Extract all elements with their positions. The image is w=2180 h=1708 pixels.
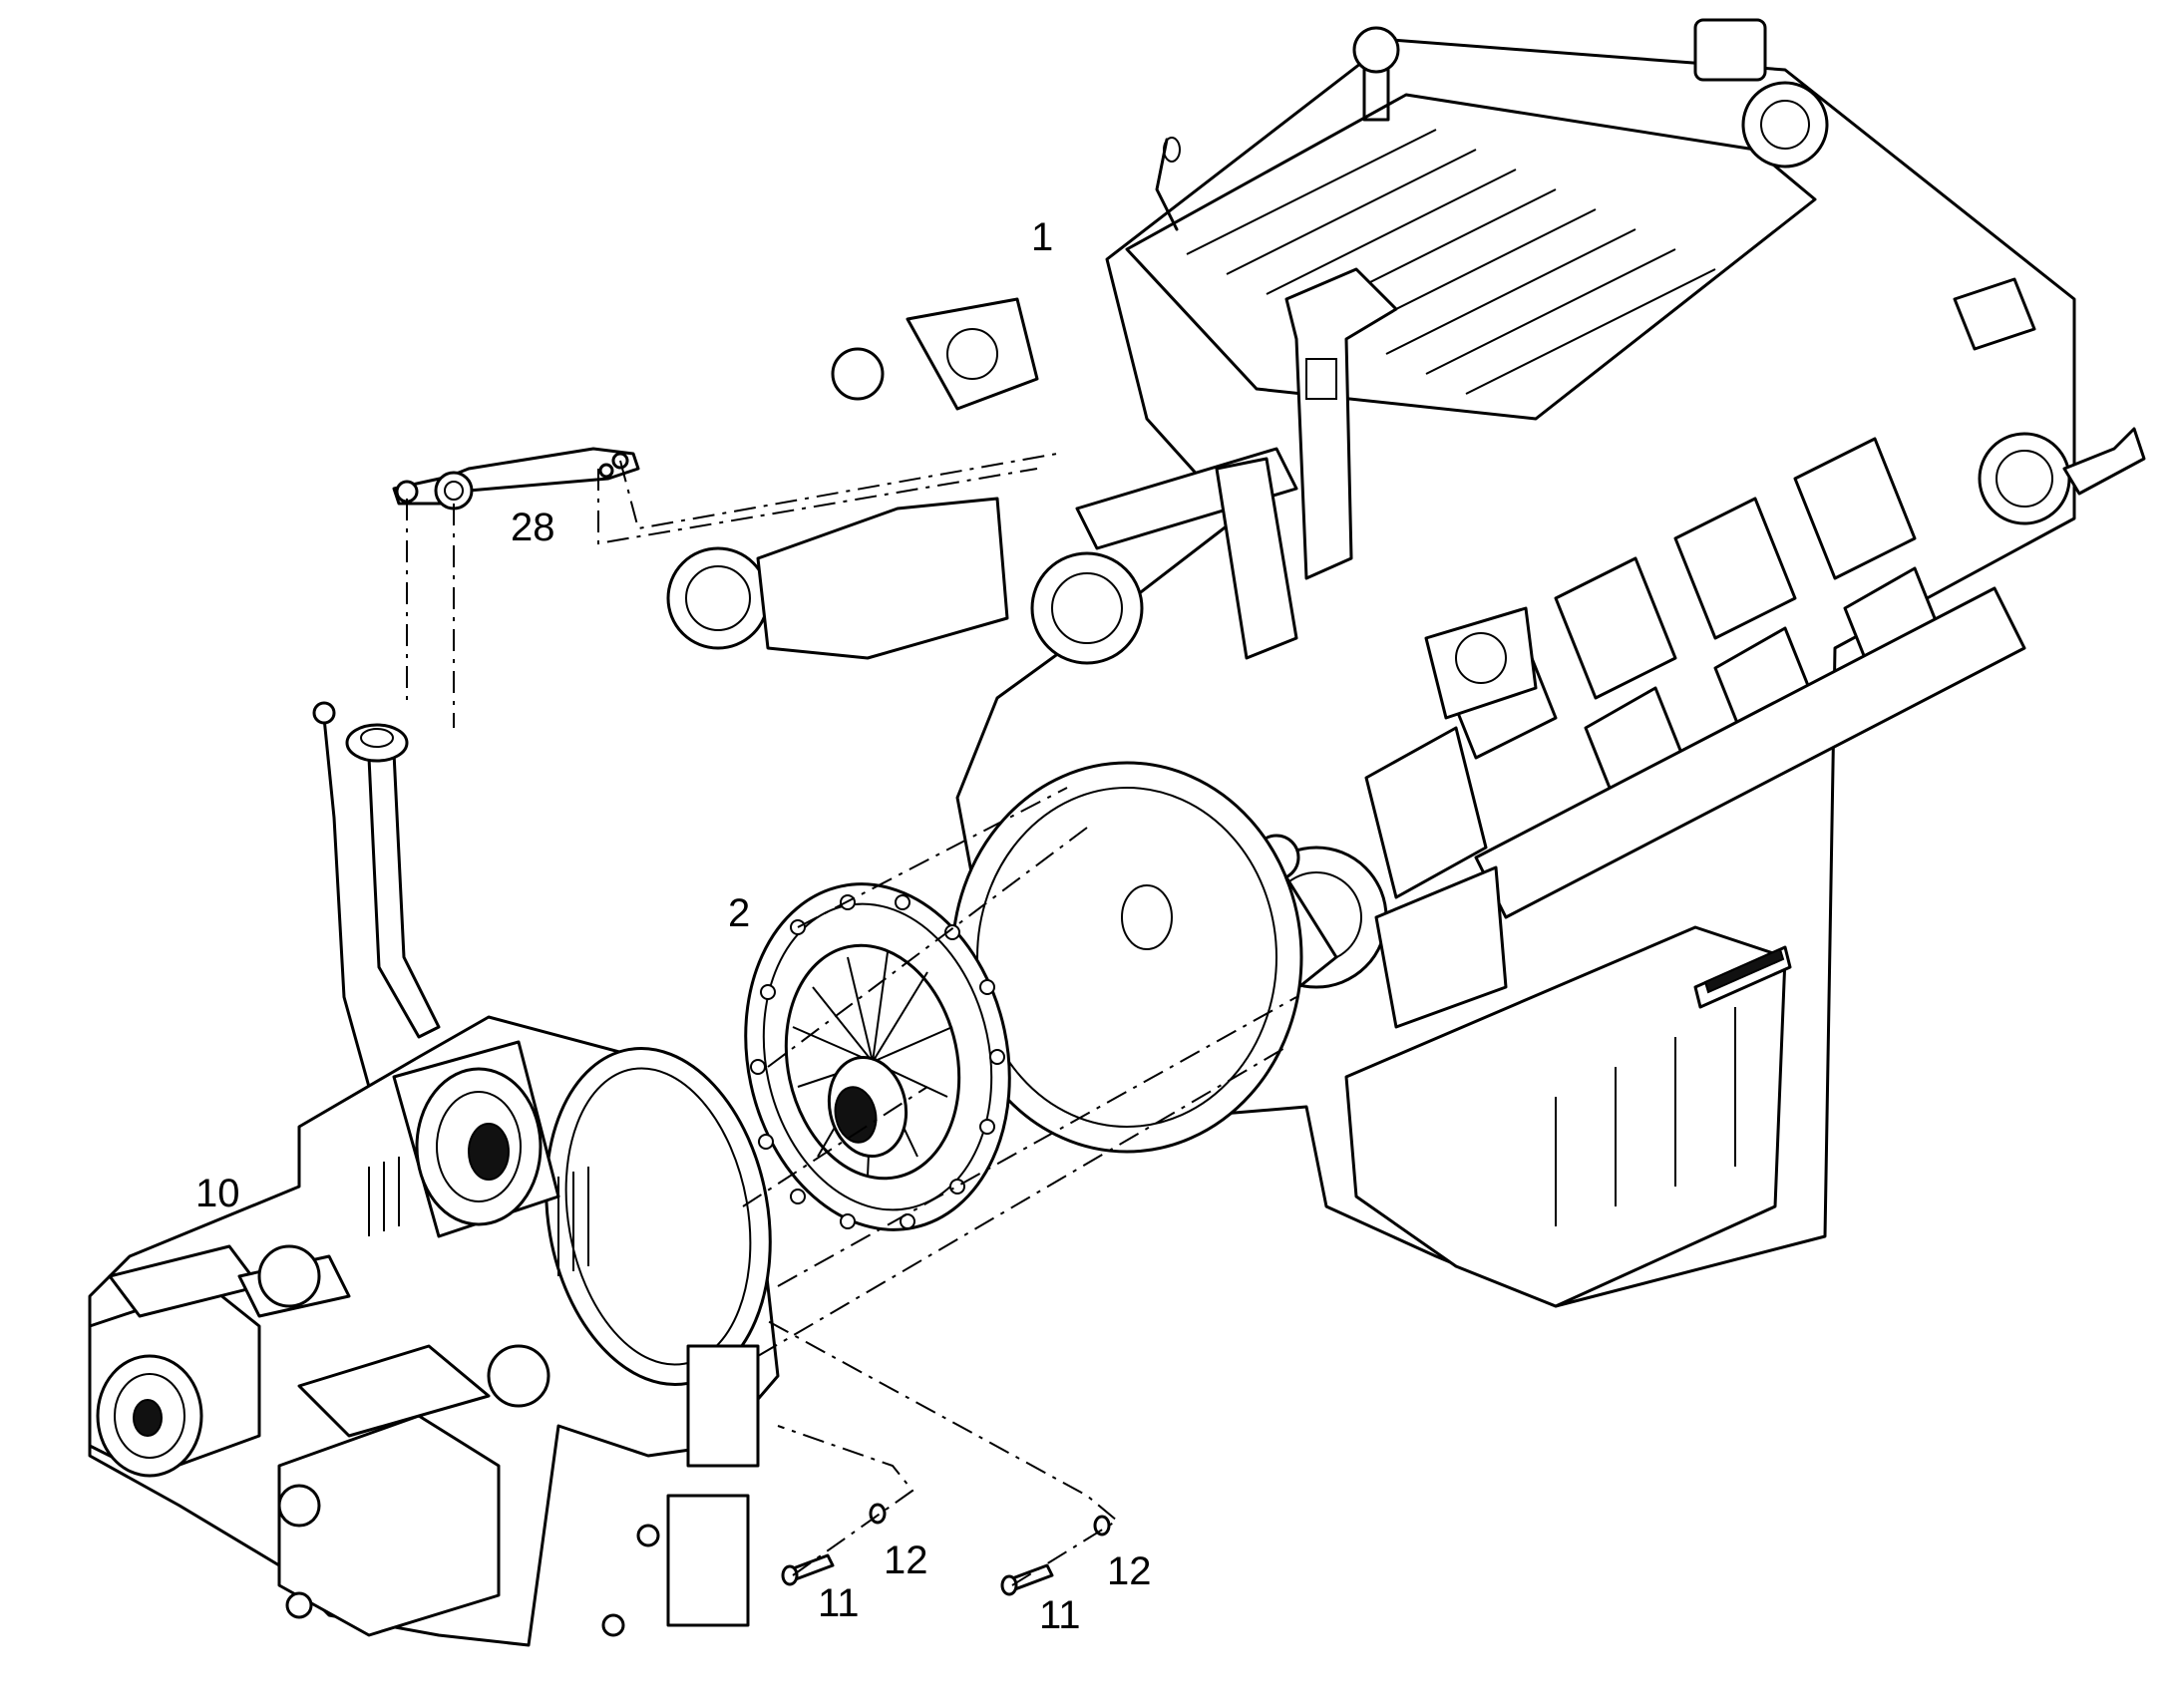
callout-washer-right: 12 (1107, 1549, 1152, 1593)
callout-washer-left: 12 (884, 1538, 928, 1582)
coupling-disc-icon (744, 882, 1011, 1231)
callout-bracket: 28 (511, 506, 555, 549)
callout-coupling: 2 (728, 891, 751, 935)
bolt-icon (781, 1553, 1054, 1596)
callout-pump-drive: 10 (195, 1172, 240, 1215)
pump-drive-gearbox-icon (88, 701, 780, 1647)
callout-engine: 1 (1031, 215, 1054, 259)
engine-illustration-icon (666, 18, 2146, 1308)
bracket-icon (392, 447, 640, 511)
assembly-centerlines (406, 453, 1297, 1586)
callout-bolt-right: 11 (1039, 1593, 1081, 1637)
washer-icon (869, 1503, 1111, 1537)
callout-bolt-left: 11 (818, 1581, 860, 1625)
